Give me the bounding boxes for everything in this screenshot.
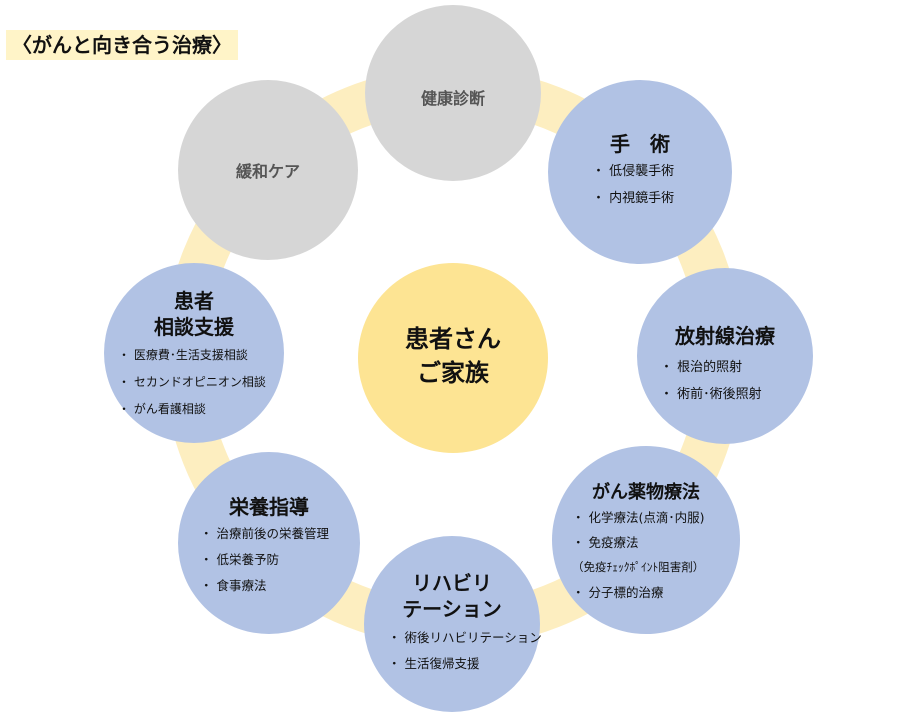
support-items: ・ 医療費･生活支援相談 ・ セカンドオピニオン相談 ・ がん看護相談 (118, 342, 266, 423)
palliative-circle (178, 80, 358, 260)
center-circle (358, 263, 548, 453)
drug-therapy-item: ・ 免疫療法 (572, 535, 639, 550)
center-label-line2: ご家族 (417, 359, 489, 387)
drug-therapy-label: がん薬物療法 (592, 482, 700, 503)
radiation-label: 放射線治療 (675, 324, 775, 348)
drug-therapy-circle (552, 446, 740, 634)
surgery-item: ・ 低侵襲手術 (592, 164, 675, 179)
center-label-line1: 患者さん (405, 325, 501, 353)
support-item: ・ セカンドオピニオン相談 (118, 375, 266, 389)
support-label-line1: 患者 (174, 289, 214, 313)
support-label-line2: 相談支援 (154, 315, 234, 339)
radiation-circle (637, 268, 813, 444)
nutrition-item: ・ 治療前後の栄養管理 (200, 526, 329, 541)
surgery-items: ・ 低侵襲手術 ・ 内視鏡手術 (592, 158, 674, 212)
diagram-title: 〈がんと向き合う治療〉 (6, 30, 238, 60)
rehab-items: ・ 術後リハビリテーション ・ 生活復帰支援 (388, 625, 542, 677)
support-label: 患者 相談支援 (104, 288, 284, 340)
rehab-label: リハビリ テーション (364, 570, 540, 622)
checkup-label: 健康診断 (420, 89, 485, 108)
checkup-circle (365, 5, 541, 181)
rehab-label-line1: リハビリ (412, 571, 492, 595)
rehab-item: ・ 生活復帰支援 (388, 656, 480, 671)
surgery-label: 手 術 (610, 132, 670, 156)
surgery-circle (548, 80, 732, 264)
nutrition-circle (178, 452, 360, 634)
drug-therapy-item: ・ 分子標的治療 (572, 585, 664, 600)
support-circle (104, 263, 284, 443)
radiation-item: ・ 術前･術後照射 (660, 387, 762, 402)
drug-therapy-item: （免疫ﾁｪｯｸﾎﾟｲﾝﾄ阻害剤） (572, 560, 705, 574)
nutrition-item: ・ 食事療法 (200, 578, 267, 593)
rehab-circle (364, 536, 540, 712)
drug-therapy-item: ・ 化学療法(点滴･内服) (572, 510, 705, 525)
nutrition-items: ・ 治療前後の栄養管理 ・ 低栄養予防 ・ 食事療法 (200, 521, 329, 599)
surgery-item: ・ 内視鏡手術 (592, 191, 675, 206)
nutrition-label: 栄養指導 (229, 495, 309, 519)
support-item: ・ 医療費･生活支援相談 (118, 348, 248, 362)
center-label: 患者さん ご家族 (358, 322, 548, 390)
support-item: ・ がん看護相談 (118, 402, 206, 416)
radiation-item: ・ 根治的照射 (660, 360, 743, 375)
rehab-label-line2: テーション (402, 597, 502, 621)
rehab-item: ・ 術後リハビリテーション (388, 630, 542, 645)
radiation-items: ・ 根治的照射 ・ 術前･術後照射 (660, 354, 762, 408)
drug-therapy-items: ・ 化学療法(点滴･内服) ・ 免疫療法 （免疫ﾁｪｯｸﾎﾟｲﾝﾄ阻害剤） ・ … (572, 505, 704, 605)
palliative-label: 緩和ケア (235, 162, 300, 181)
nutrition-item: ・ 低栄養予防 (200, 552, 279, 567)
